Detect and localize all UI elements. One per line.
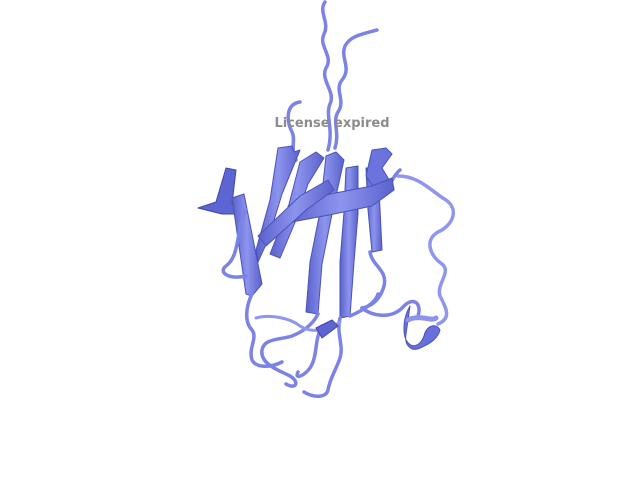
helix-right: [403, 305, 441, 350]
strand-cross: [287, 177, 395, 223]
terminal-loop-top-2: [333, 28, 379, 150]
strand-lower-small: [315, 319, 339, 339]
loop-lower-2: [302, 316, 343, 398]
watermark-text: License expired: [274, 116, 389, 131]
loop-lower-3: [295, 292, 380, 379]
loop-left: [221, 208, 284, 368]
strand-left-arrow: [197, 167, 247, 215]
strand-diagonal: [257, 179, 335, 247]
protein-cartoon: [197, 0, 456, 398]
loop-right-lower: [360, 299, 421, 318]
loop-lower-1: [260, 312, 320, 388]
terminal-loop-top: [320, 0, 334, 152]
strand-3: [305, 151, 345, 315]
loop-right: [396, 174, 456, 326]
helix-right-band: [405, 315, 439, 323]
